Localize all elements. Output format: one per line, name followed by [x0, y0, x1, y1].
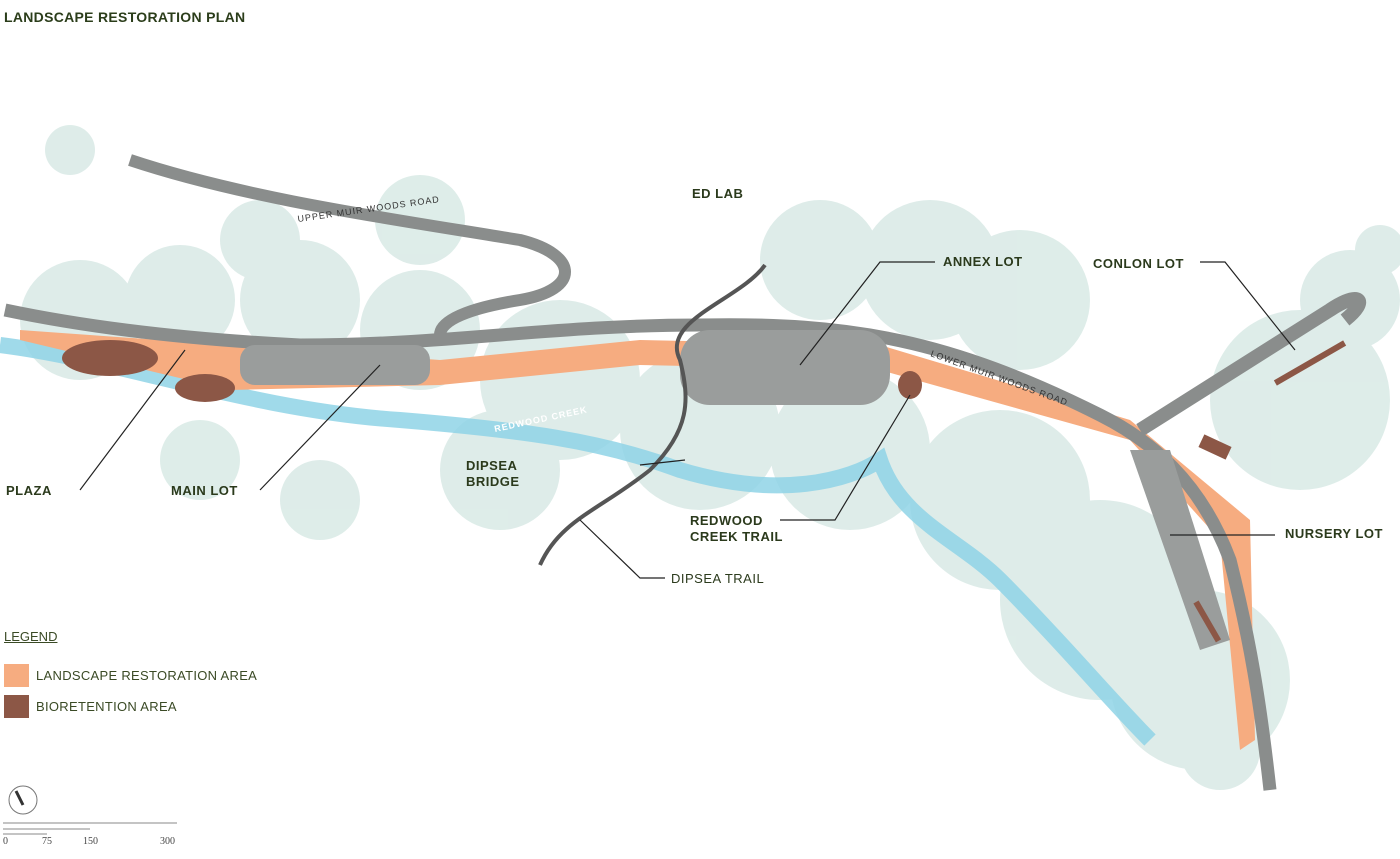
- scale-tick: 300: [160, 836, 175, 847]
- label-main-lot: MAIN LOT: [171, 483, 238, 498]
- scale-tick: 75: [42, 836, 52, 847]
- upper-muir-woods-road: [128, 154, 571, 337]
- redwood-creek: [0, 337, 1156, 746]
- label-conlon-lot: CONLON LOT: [1093, 256, 1184, 271]
- legend-item-bioretention: BIORETENTION AREA: [4, 695, 177, 718]
- label-nursery-lot: NURSERY LOT: [1285, 526, 1383, 541]
- label-plaza: PLAZA: [6, 483, 52, 498]
- label-redwood-creek-trail: REDWOOD CREEK TRAIL: [690, 513, 783, 544]
- restoration-swatch: [4, 664, 29, 687]
- conlon-road: [1136, 292, 1367, 436]
- label-dipsea-trail: DIPSEA TRAIL: [671, 571, 765, 586]
- legend-label: BIORETENTION AREA: [36, 699, 177, 714]
- scale-tick: 0: [3, 836, 8, 847]
- bioretention-areas: [62, 340, 1347, 643]
- scale-bar: [3, 822, 177, 835]
- legend-label: LANDSCAPE RESTORATION AREA: [36, 668, 258, 683]
- legend-heading: LEGEND: [4, 629, 58, 644]
- dipsea-trail: [538, 263, 767, 566]
- label-ed-lab: ED LAB: [692, 186, 744, 201]
- north-arrow: [8, 785, 38, 815]
- page-title: LANDSCAPE RESTORATION PLAN: [4, 9, 246, 25]
- scale-tick: 150: [83, 836, 98, 847]
- main-lot-parking: [240, 345, 430, 385]
- nursery-lot-parking: [1130, 450, 1230, 650]
- annex-lot-parking: [680, 330, 890, 405]
- bioretention-swatch: [4, 695, 29, 718]
- label-dipsea-bridge: DIPSEA BRIDGE: [466, 458, 520, 489]
- label-annex-lot: ANNEX LOT: [943, 254, 1023, 269]
- legend-item-restoration: LANDSCAPE RESTORATION AREA: [4, 664, 257, 687]
- leader-lines: [79, 261, 1296, 579]
- tree-canopy: [20, 125, 1400, 790]
